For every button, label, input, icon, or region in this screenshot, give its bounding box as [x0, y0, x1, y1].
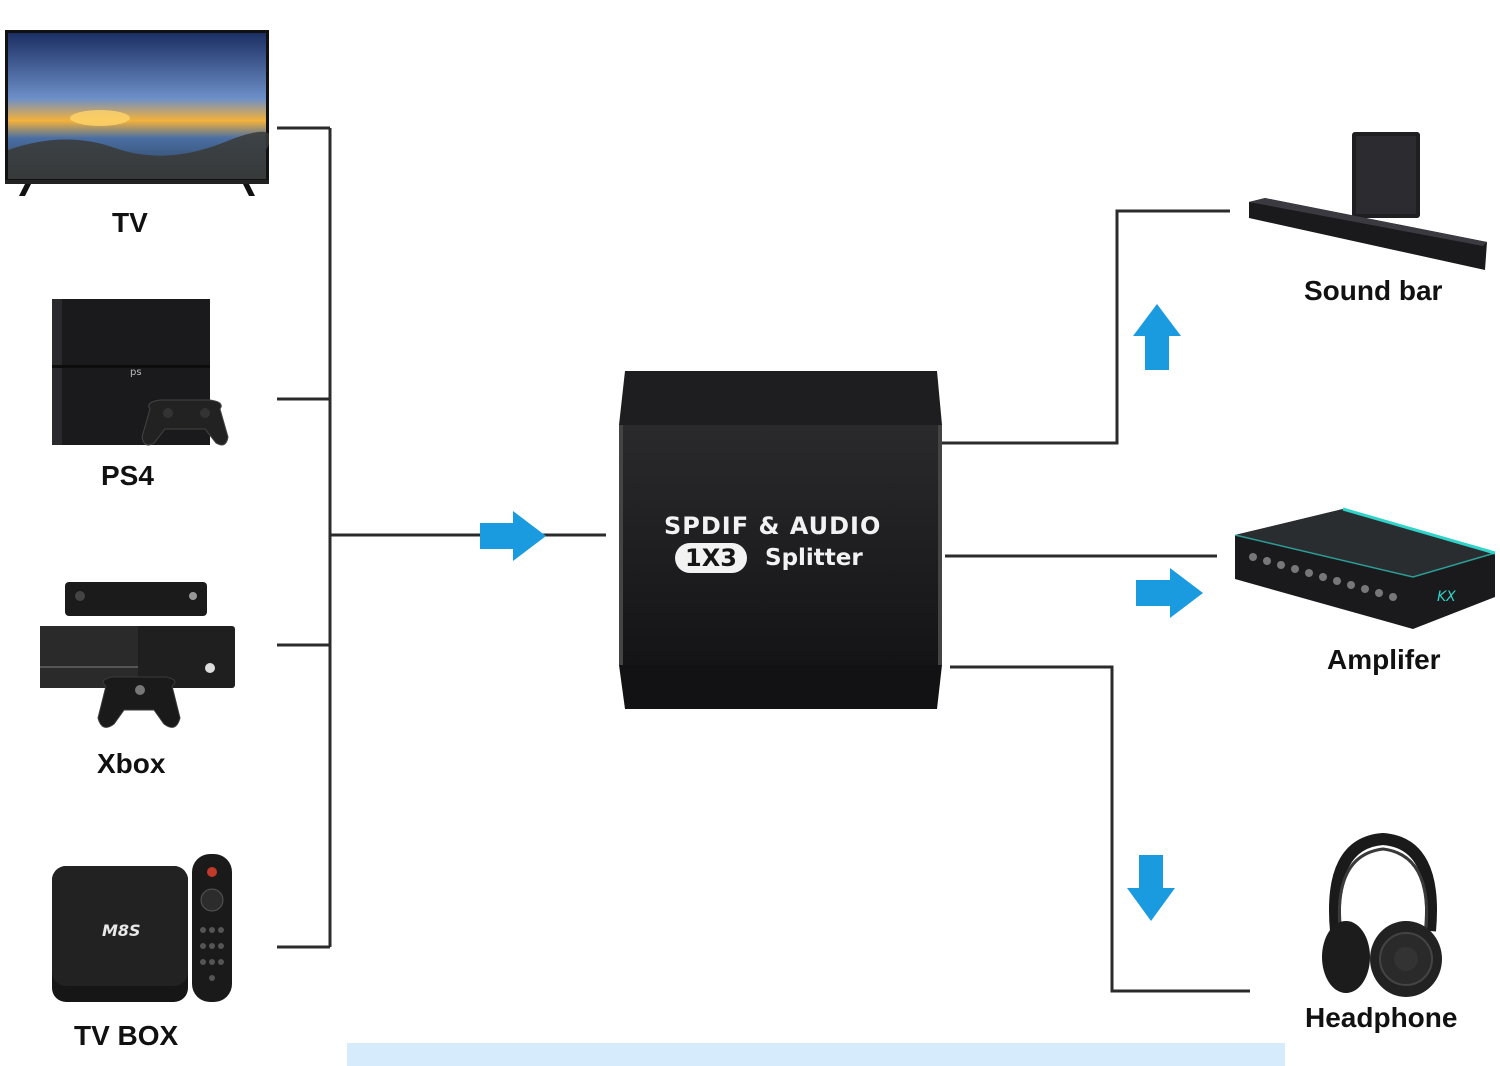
tv-icon	[5, 30, 269, 198]
splitter-word: Splitter	[765, 545, 863, 571]
svg-text:ps: ps	[130, 367, 142, 378]
wire-headphone	[950, 665, 1250, 993]
xbox-label: Xbox	[97, 748, 166, 779]
svg-text:KX: KX	[1437, 589, 1456, 605]
arrow-down-headphone-icon	[1127, 855, 1175, 921]
arrow-right-input-icon	[480, 511, 546, 561]
arrow-up-soundbar-icon	[1133, 304, 1181, 370]
amplifier-icon: KX	[1233, 505, 1498, 635]
soundbar-icon	[1245, 130, 1490, 275]
output-wires	[940, 209, 1250, 993]
tv-box-label: TV BOX	[74, 1020, 179, 1051]
soundbar-label: Sound bar	[1304, 275, 1443, 306]
bottom-band	[347, 1043, 1285, 1066]
flow-arrows	[480, 304, 1203, 921]
input-wires	[277, 126, 606, 949]
splitter-device	[617, 367, 942, 712]
splitter-title: SPDIF & AUDIO	[664, 512, 882, 540]
ps4-console-icon: ps	[50, 297, 235, 457]
tv-box-brand: M8S	[102, 921, 141, 940]
tv-label: TV	[112, 207, 148, 238]
ps4-label: PS4	[101, 460, 154, 491]
wire-soundbar	[940, 209, 1230, 445]
amplifier-label: Amplifer	[1327, 644, 1441, 675]
splitter-badge: 1X3	[675, 543, 747, 573]
arrow-right-amplifier-icon	[1136, 568, 1203, 618]
tv-box-icon: M8S	[48, 852, 238, 1007]
xbox-console-icon	[38, 578, 238, 738]
headphone-label: Headphone	[1305, 1002, 1458, 1033]
headphone-icon	[1318, 833, 1448, 998]
